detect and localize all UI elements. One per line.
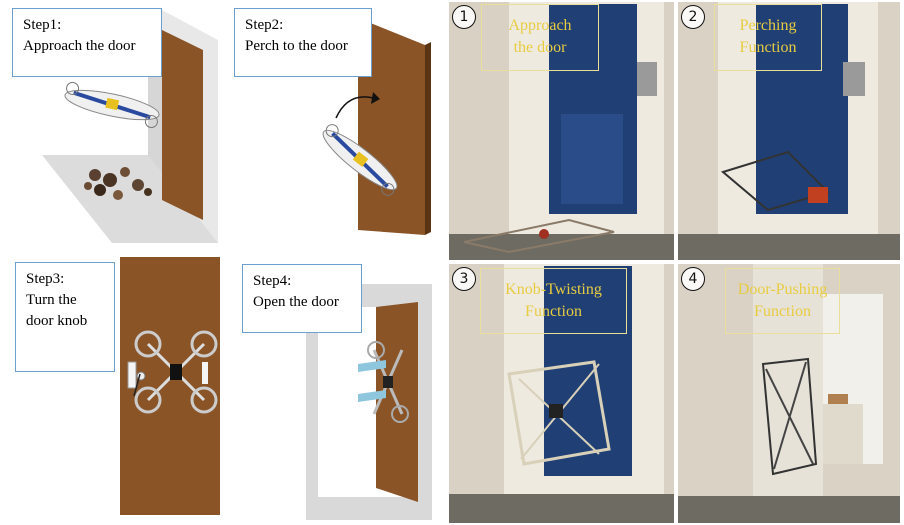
photo1-caption: Approach the door: [481, 4, 599, 71]
step2-title: Step2:: [245, 15, 363, 36]
step1-door: [162, 30, 203, 220]
step3-desc-line2: door knob: [26, 311, 106, 332]
photo4: 4 Door-Pushing Function: [678, 264, 900, 523]
photo3-caption-line2: Function: [481, 301, 626, 323]
photo3: 3 Knob-Twisting Function: [449, 264, 674, 523]
photo1-caption-line1: Approach: [482, 15, 598, 37]
step2-label-box: Step2: Perch to the door: [234, 8, 372, 77]
photo1: 1 Approach the door: [449, 2, 674, 260]
photo3-caption: Knob-Twisting Function: [480, 268, 627, 334]
step2-desc: Perch to the door: [245, 36, 363, 57]
photo2: 2 Perching Function: [678, 2, 900, 260]
photo1-caption-line2: the door: [482, 37, 598, 59]
photo2-caption-line2: Function: [715, 37, 821, 59]
step4-title: Step4:: [253, 271, 353, 292]
photo2-caption: Perching Function: [714, 4, 822, 71]
photo4-caption-line2: Function: [726, 301, 839, 323]
photo2-number: 2: [681, 5, 705, 29]
step1-title: Step1:: [23, 15, 153, 36]
step1-label-box: Step1: Approach the door: [12, 8, 162, 77]
step4-desc: Open the door: [253, 292, 353, 313]
step1-drone: [62, 81, 162, 128]
photo3-caption-line1: Knob-Twisting: [481, 279, 626, 301]
photo2-caption-line1: Perching: [715, 15, 821, 37]
step4-label-box: Step4: Open the door: [242, 264, 362, 333]
step3-desc-line1: Turn the: [26, 290, 106, 311]
step3-label-box: Step3: Turn the door knob: [15, 262, 115, 372]
step3-title: Step3:: [26, 269, 106, 290]
photo4-caption: Door-Pushing Function: [725, 268, 840, 334]
photo4-number: 4: [681, 267, 705, 291]
photo1-number: 1: [452, 5, 476, 29]
photo3-number: 3: [452, 267, 476, 291]
step1-desc: Approach the door: [23, 36, 153, 57]
photo4-caption-line1: Door-Pushing: [726, 279, 839, 301]
